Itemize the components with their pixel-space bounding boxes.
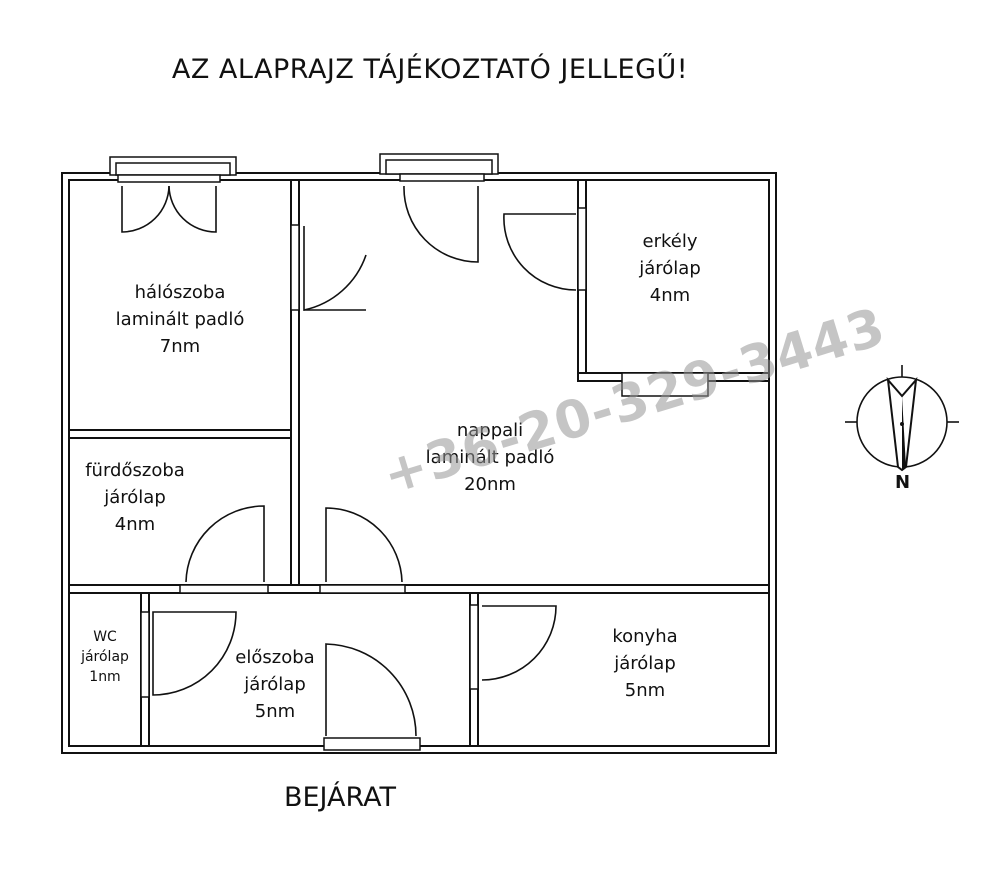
room-area: 4nm: [114, 514, 156, 535]
north-arrow-icon: [845, 365, 959, 472]
room-area: 5nm: [624, 680, 666, 701]
room-floor: laminált padló: [115, 309, 245, 330]
room-area: 4nm: [649, 285, 691, 306]
entrance-opening: [323, 737, 421, 751]
room-erkely: erkély járólap 4nm: [620, 228, 720, 309]
room-floor: laminált padló: [425, 447, 555, 468]
room-area: 20nm: [464, 474, 516, 495]
window-living: [379, 153, 499, 182]
room-wc: WC járólap 1nm: [70, 627, 140, 687]
room-haloszoba: hálószoba laminált padló 7nm: [110, 279, 250, 360]
door-swings: [121, 185, 577, 737]
room-konyha: konyha járólap 5nm: [595, 623, 695, 704]
room-floor: járólap: [81, 649, 129, 665]
room-area: 5nm: [254, 701, 296, 722]
room-floor: járólap: [639, 258, 701, 279]
door-frames: [140, 207, 587, 698]
room-area: 7nm: [159, 336, 201, 357]
room-area: 1nm: [89, 669, 121, 685]
room-furdoszoba: fürdőszoba járólap 4nm: [75, 457, 195, 538]
room-name: konyha: [612, 626, 678, 647]
balcony-opening: [621, 372, 709, 397]
room-floor: járólap: [614, 653, 676, 674]
entrance-label: BEJÁRAT: [283, 782, 397, 813]
room-name: előszoba: [235, 647, 315, 668]
room-name: nappali: [456, 420, 524, 441]
room-nappali: nappali laminált padló 20nm: [415, 417, 565, 498]
room-name: fürdőszoba: [85, 460, 185, 481]
plan-title: AZ ALAPRAJZ TÁJÉKOZTATÓ JELLEGŰ!: [171, 54, 689, 85]
room-eloszoba: előszoba járólap 5nm: [220, 644, 330, 725]
window-bedroom: [109, 156, 237, 183]
room-name: WC: [93, 629, 117, 645]
room-name: erkély: [642, 231, 698, 252]
compass-label: N: [895, 472, 911, 493]
room-name: hálószoba: [134, 282, 226, 303]
room-floor: járólap: [104, 487, 166, 508]
room-floor: járólap: [244, 674, 306, 695]
